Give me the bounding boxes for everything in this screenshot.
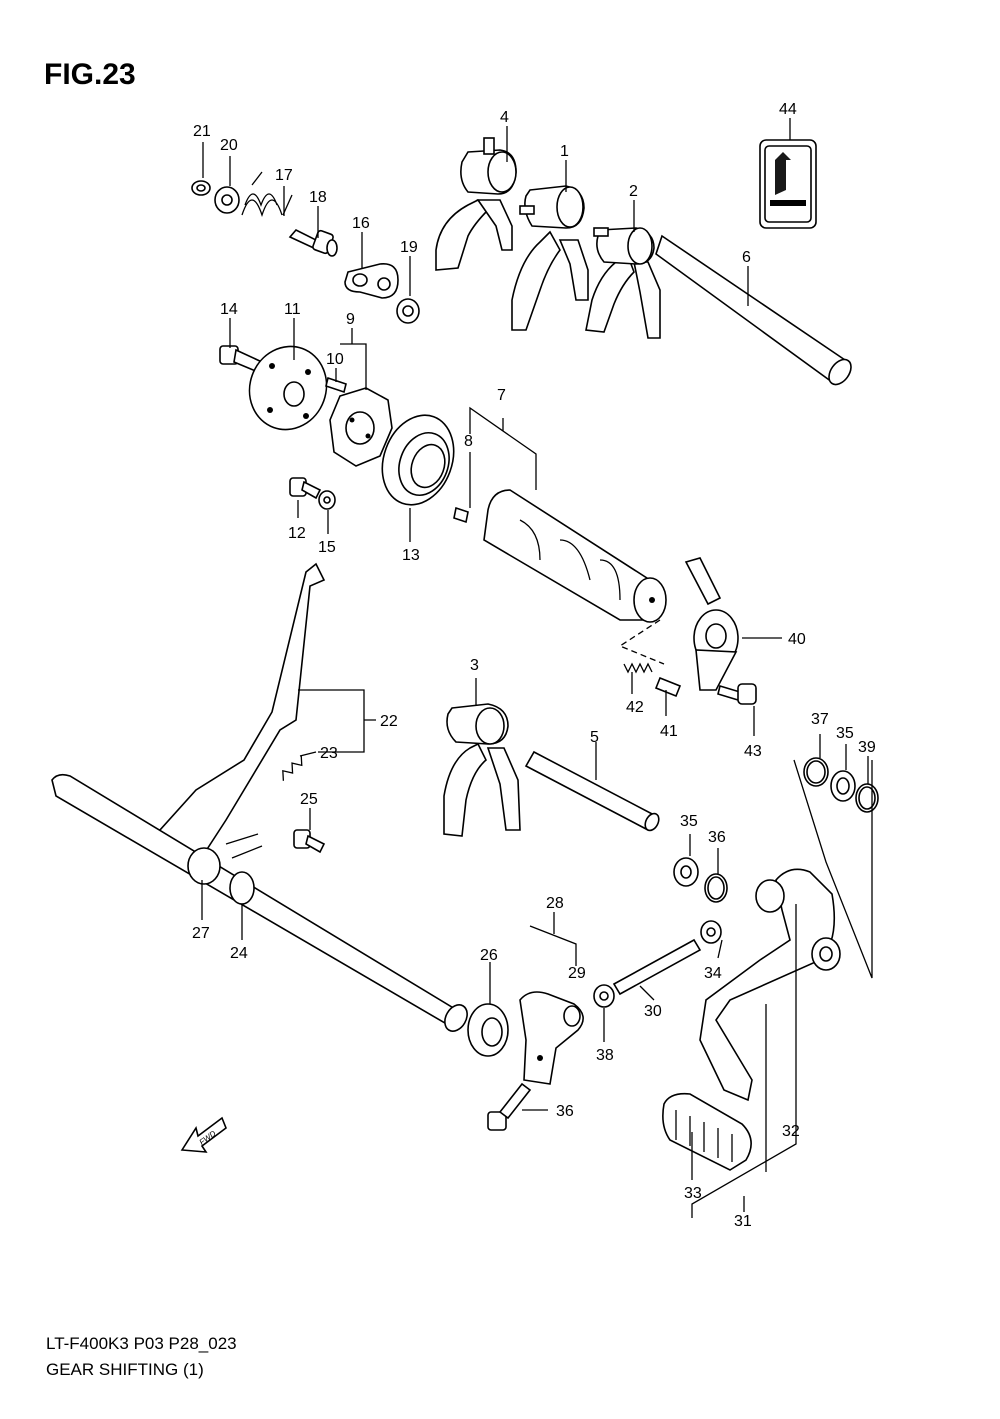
callout-4: 4	[500, 109, 509, 126]
nut-part-34[interactable]	[700, 920, 722, 944]
collar-part-24[interactable]	[229, 871, 255, 905]
shift-fork-part-1[interactable]	[511, 185, 589, 331]
rod-part-30[interactable]	[612, 938, 702, 996]
model-code: LT-F400K3 P03 P28_023	[46, 1334, 237, 1353]
callout-35-upper: 35	[836, 725, 854, 742]
washer-part-35-lower[interactable]	[673, 857, 699, 887]
forward-arrow-icon: FWD	[180, 1116, 227, 1153]
callout-12: 12	[288, 525, 306, 542]
callout-44: 44	[779, 101, 797, 118]
callout-35-lower: 35	[680, 813, 698, 830]
washer-part-20[interactable]	[214, 186, 240, 214]
callout-19: 19	[400, 239, 418, 256]
bolt-part-37[interactable]	[487, 1082, 532, 1131]
nut-part-38[interactable]	[593, 984, 615, 1008]
callout-39: 39	[858, 739, 876, 756]
callout-6: 6	[742, 249, 751, 266]
callout-34: 34	[704, 965, 722, 982]
o-ring-part-36-upper[interactable]	[803, 757, 829, 787]
callout-labels: 4 1 2 44 6 21 20 17 18 16 19 14 11 9 10 …	[192, 101, 876, 1230]
washer-part-15[interactable]	[318, 490, 336, 510]
figure-caption: GEAR SHIFTING (1)	[46, 1360, 204, 1379]
spring-part-27[interactable]	[187, 833, 263, 885]
callout-15: 15	[318, 539, 336, 556]
callout-16: 16	[352, 215, 370, 232]
callout-22: 22	[380, 713, 398, 730]
callout-24: 24	[230, 945, 248, 962]
shaft-part-5[interactable]	[524, 750, 662, 833]
arm-part-16[interactable]	[344, 263, 399, 299]
callout-30: 30	[644, 1003, 662, 1020]
washer-part-19[interactable]	[396, 298, 420, 324]
callout-32: 32	[782, 1123, 800, 1140]
o-ring-part-36-lower[interactable]	[704, 873, 728, 903]
footrest-rubber-part-33[interactable]	[662, 1092, 752, 1171]
figure-title: FIG.23	[44, 58, 136, 91]
bolt-part-12[interactable]	[289, 477, 322, 500]
nut-part-21[interactable]	[191, 180, 211, 196]
gearshift-lever-part-28[interactable]	[519, 991, 584, 1085]
oil-seal-part-26[interactable]	[467, 1003, 509, 1057]
callout-29: 29	[568, 965, 586, 982]
callout-7: 7	[497, 387, 506, 404]
circlip-part-39[interactable]	[855, 783, 879, 813]
callout-18: 18	[309, 189, 327, 206]
pin-part-41[interactable]	[654, 676, 682, 698]
spring-part-42[interactable]	[623, 662, 653, 674]
callout-3: 3	[470, 657, 479, 674]
callout-27: 27	[192, 925, 210, 942]
callout-11: 11	[284, 301, 301, 318]
washer-part-35-upper[interactable]	[830, 770, 856, 802]
bolt-part-43[interactable]	[717, 683, 757, 705]
bolt-part-25[interactable]	[293, 829, 326, 854]
callout-5: 5	[590, 729, 599, 746]
callout-26: 26	[480, 947, 498, 964]
callout-31: 31	[734, 1213, 752, 1230]
callout-14: 14	[220, 301, 238, 318]
callout-43: 43	[744, 743, 762, 760]
shift-fork-part-3[interactable]	[443, 703, 521, 837]
callout-1: 1	[560, 143, 569, 160]
spring-part-17[interactable]	[241, 171, 293, 218]
callout-38: 38	[596, 1047, 614, 1064]
leader-lines	[201, 118, 873, 1218]
shift-drum-part-7[interactable]	[483, 489, 667, 623]
callout-41: 41	[660, 723, 678, 740]
callout-17: 17	[275, 167, 293, 184]
callout-25: 25	[300, 791, 318, 808]
spring-part-23[interactable]	[278, 755, 306, 781]
callout-13: 13	[402, 547, 420, 564]
callout-33: 33	[684, 1185, 702, 1202]
callout-40: 40	[788, 631, 806, 648]
callout-10: 10	[326, 351, 344, 368]
callout-20: 20	[220, 137, 238, 154]
bracket-part-40[interactable]	[684, 557, 739, 691]
callout-36-upper: 37	[811, 711, 829, 728]
shift-fork-part-2[interactable]	[585, 227, 661, 339]
callout-8: 8	[464, 433, 473, 450]
callout-2: 2	[629, 183, 638, 200]
gearshift-pedal-part-31[interactable]	[699, 868, 841, 1102]
label-plate-part[interactable]	[759, 139, 817, 229]
pin-part-8[interactable]	[453, 506, 469, 524]
bearing-part-13[interactable]	[370, 405, 465, 515]
bolt-part-18[interactable]	[288, 229, 338, 257]
callout-42: 42	[626, 699, 644, 716]
callout-9: 9	[346, 311, 355, 328]
callout-36-lower: 36	[708, 829, 726, 846]
shift-shaft-part-22[interactable]	[51, 562, 472, 1035]
callout-23: 23	[320, 745, 338, 762]
plate-part-11[interactable]	[238, 336, 338, 441]
shaft-part-6[interactable]	[655, 234, 856, 389]
pin-part-10[interactable]	[325, 376, 347, 394]
cam-part-9[interactable]	[329, 387, 393, 467]
callout-37: 36	[556, 1103, 574, 1120]
callout-21: 21	[193, 123, 211, 140]
callout-28: 28	[546, 895, 564, 912]
shift-fork-part-4[interactable]	[435, 137, 517, 271]
